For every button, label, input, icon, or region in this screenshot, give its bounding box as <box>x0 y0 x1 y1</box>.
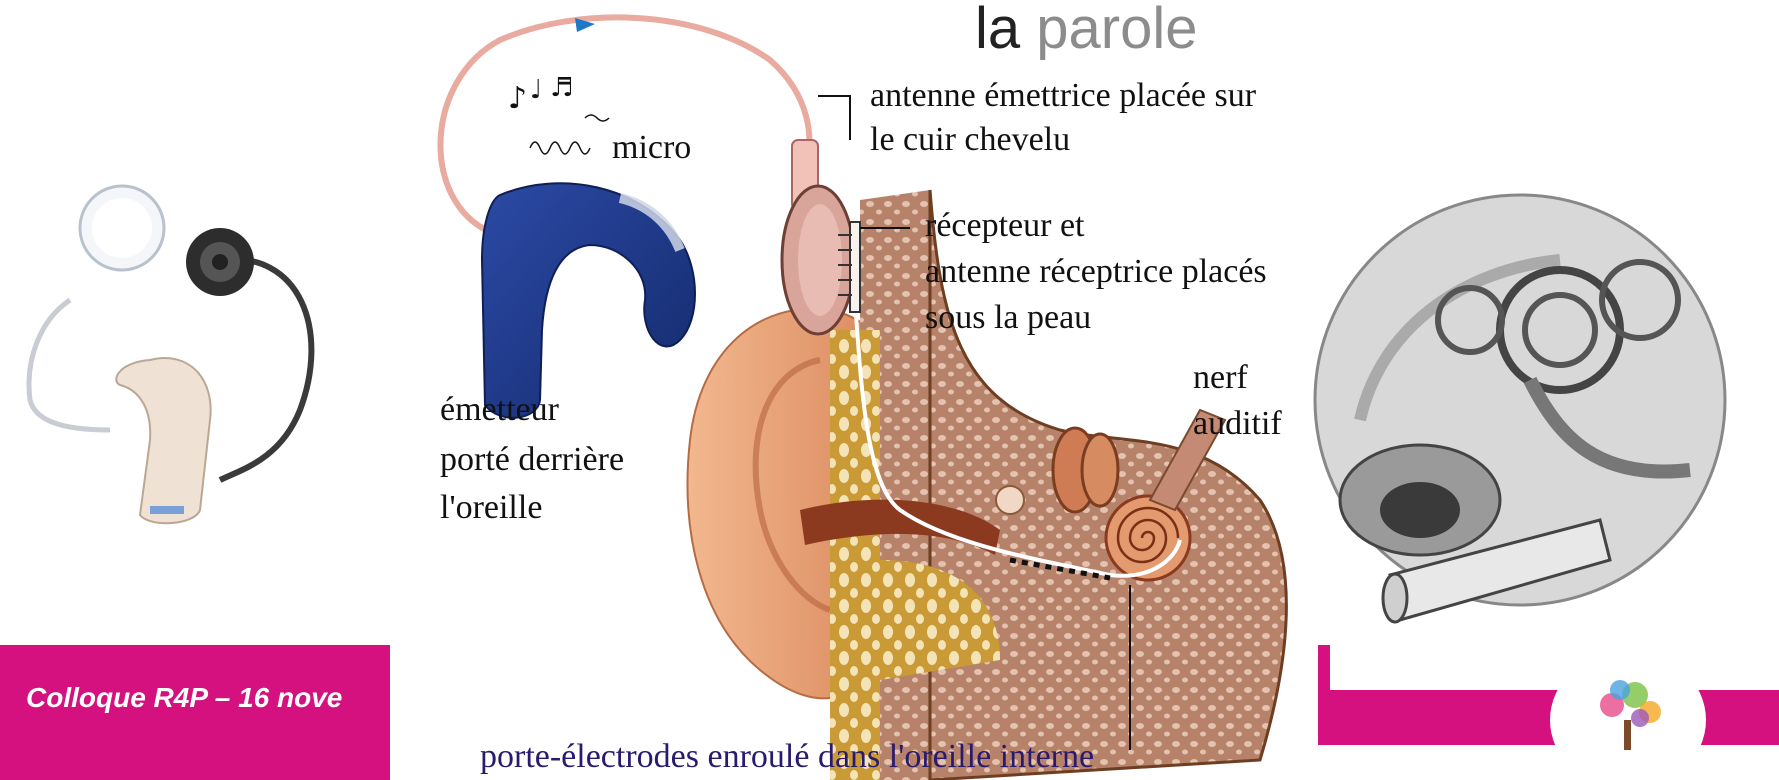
title-word-1: la <box>975 0 1020 61</box>
label-receiver-line2: antenne réceptrice placés <box>925 252 1267 292</box>
skull-bone <box>830 330 880 780</box>
label-receiver-line3: sous la peau <box>925 298 1091 338</box>
label-emitter-line1: émetteur <box>440 390 559 430</box>
title-word-2: parole <box>1036 0 1197 61</box>
label-antenna-line1: antenne émettrice placée sur <box>870 76 1256 116</box>
svg-text:♩: ♩ <box>530 75 542 105</box>
label-micro: micro <box>612 128 691 168</box>
label-nerve-line2: auditif <box>1193 404 1282 444</box>
label-electrode: porte-électrodes enroulé dans l'oreille … <box>480 738 1094 776</box>
label-receiver-line1: récepteur et <box>925 206 1085 246</box>
music-notes-icon: ♪ ♩ ♬ <box>508 73 609 154</box>
inner-ear-illustration <box>1315 195 1725 622</box>
processor-device-image <box>29 186 311 523</box>
label-nerve-line1: nerf <box>1193 358 1248 398</box>
transmitter-coil <box>782 140 854 334</box>
svg-text:♪: ♪ <box>508 81 527 116</box>
svg-text:♬: ♬ <box>550 73 573 103</box>
tree-logo <box>1550 650 1706 780</box>
label-emitter-line3: l'oreille <box>440 488 542 528</box>
cochlea-icon <box>1106 496 1190 580</box>
footer-text: Colloque R4P – 16 nove <box>26 682 342 714</box>
label-emitter-line2: porté derrière <box>440 440 624 480</box>
page-title: la parole <box>975 0 1198 58</box>
label-antenna-line2: le cuir chevelu <box>870 120 1070 160</box>
